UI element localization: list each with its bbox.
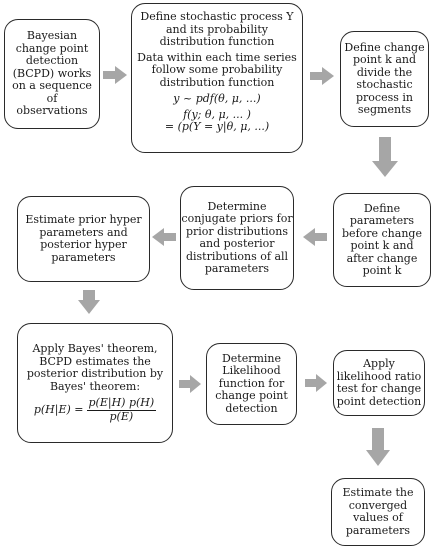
text-line: on a sequence [12, 79, 92, 93]
text-line: observations [16, 104, 88, 118]
text-line: posterior hyper [40, 238, 127, 251]
arrow-right-icon [179, 375, 201, 393]
text-line: divide the [356, 65, 413, 79]
bayes-equation: p(H|E) = p(E|H) p(H) p(E) [33, 396, 157, 423]
text-line: parameters and [39, 225, 128, 239]
arrow-left-icon [303, 228, 327, 246]
text-line: Define [363, 201, 401, 215]
box-determine-conjugate-priors: Determine conjugate priors for prior dis… [180, 186, 294, 290]
box-estimate-hyper-parameters: Estimate prior hyper parameters and post… [17, 196, 150, 282]
equation-lhs: p(H|E) = [33, 402, 84, 416]
text-line: change point [215, 389, 288, 403]
text-line: conjugate priors for [181, 212, 293, 225]
text-line: (BCPD) works [12, 66, 92, 80]
box-apply-bayes-theorem: Apply Bayes' theorem, BCPD estimates the… [17, 323, 173, 443]
text-line: change point [15, 41, 89, 55]
box-define-change-point: Define change point k and divide the sto… [340, 31, 429, 127]
text-line: point k [362, 264, 402, 277]
text-line: process in [356, 90, 413, 104]
equation-fraction: p(E|H) p(H) p(E) [86, 396, 157, 423]
text-line: Bayes' theorem: [49, 379, 141, 393]
text-line: before change [342, 226, 422, 240]
box-determine-likelihood: Determine Likelihood function for change… [206, 343, 297, 425]
math-line: y ~ pdf(θ, μ, ...) [173, 92, 261, 105]
box-bcpd-intro: Bayesian change point detection (BCPD) w… [4, 19, 100, 129]
text-line: Define stochastic process Y [140, 10, 294, 23]
arrow-down-icon [366, 428, 390, 466]
text-line: and its probability [165, 22, 268, 36]
text-line: of [46, 91, 58, 105]
text-line: Estimate prior hyper [25, 213, 142, 226]
text-line: Apply [363, 357, 395, 370]
arrow-down-icon [78, 290, 100, 314]
box-estimate-converged-values: Estimate the converged values of paramet… [331, 478, 425, 546]
text-line: point k and [352, 53, 417, 66]
text-line: stochastic [356, 78, 413, 91]
text-line: parameters [51, 250, 116, 264]
text-line: parameters [204, 262, 270, 275]
text-line: posterior distribution by [26, 367, 164, 380]
text-line: detection [25, 54, 79, 68]
text-line: Determine [207, 199, 267, 213]
text-line: segments [357, 103, 412, 116]
text-line: distribution function [159, 75, 275, 89]
text-line: values of [353, 511, 403, 524]
text-line: Determine [221, 351, 282, 365]
text-line: distributions of all [185, 249, 289, 263]
arrow-right-icon [103, 66, 127, 84]
text-line: point k and [350, 239, 414, 252]
arrow-right-icon [305, 374, 327, 392]
text-line: BCPD estimates the [39, 354, 151, 368]
text-line: parameters [345, 523, 411, 537]
text-line: Apply Bayes' theorem, [32, 342, 158, 355]
arrow-right-icon [310, 67, 334, 85]
text-line: Bayesian [26, 29, 78, 43]
text-line: Data within each time series [137, 50, 297, 64]
text-line: Estimate the [342, 486, 414, 499]
text-line: prior distributions [185, 224, 288, 238]
text-line: after change [346, 251, 418, 265]
text-line: Define change [344, 40, 425, 54]
box-likelihood-ratio-test: Apply likelihood ratio test for change p… [333, 350, 425, 416]
text-line: parameters [349, 214, 415, 227]
text-line: test for change [336, 382, 422, 395]
text-line: point detection [336, 394, 422, 408]
box-define-stochastic-process: Define stochastic process Y and its prob… [131, 3, 303, 153]
arrow-down-icon [372, 137, 398, 177]
text-line: detection [225, 401, 278, 415]
text-line: follow some probability [151, 63, 283, 76]
box-define-parameters: Define parameters before change point k … [333, 193, 431, 287]
equation-numerator: p(E|H) p(H) [86, 396, 157, 411]
text-line: function for [218, 376, 285, 390]
text-line: likelihood ratio [336, 369, 422, 383]
text-line: Likelihood [222, 364, 281, 378]
equation-denominator: p(E) [109, 409, 134, 423]
arrow-left-icon [152, 228, 176, 246]
text-line: converged [348, 498, 408, 512]
text-line: distribution function [159, 35, 275, 48]
math-line: = (p(Y = y|θ, μ, ...) [164, 120, 270, 133]
math-line: f(y; θ, μ, ... ) [183, 107, 251, 121]
text-line: and posterior [199, 237, 275, 250]
